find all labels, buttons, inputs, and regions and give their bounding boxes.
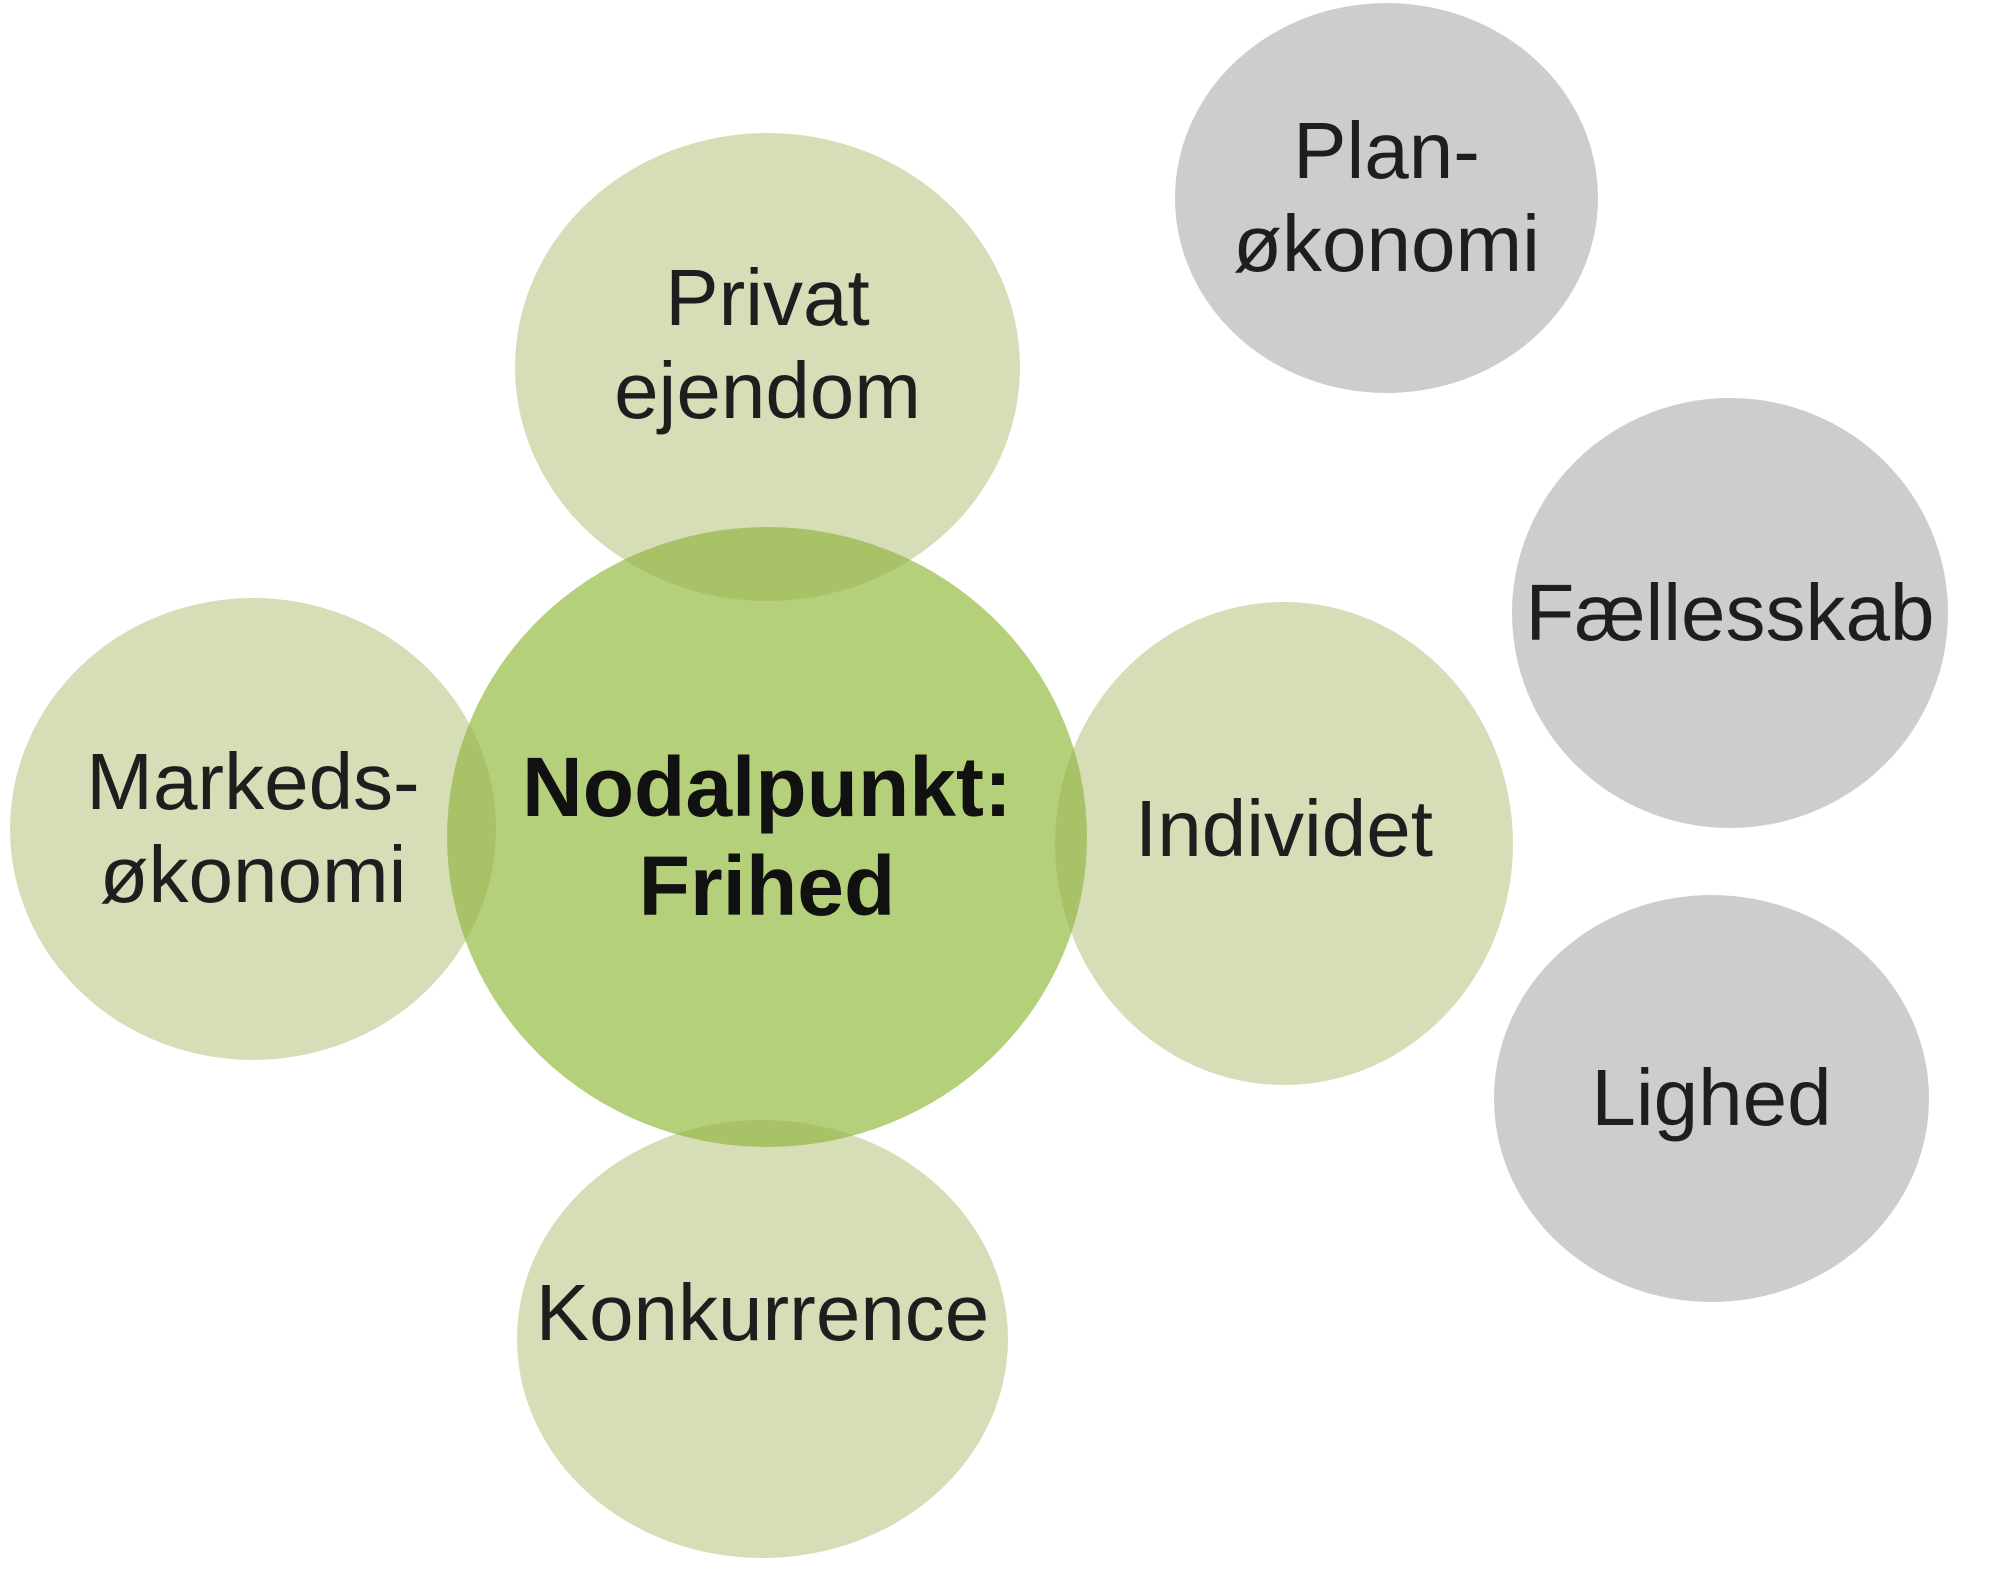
node-planokonomi-label: Plan- økonomi xyxy=(1233,105,1540,291)
label-line: Frihed xyxy=(638,839,896,933)
node-konkurrence-label: Konkurrence xyxy=(536,1267,990,1360)
node-faellesskab-label: Fællesskab xyxy=(1525,567,1934,660)
label-line: Privat xyxy=(665,253,870,343)
label-line: Plan- xyxy=(1293,106,1480,196)
node-markedsokonomi-label: Markeds- økonomi xyxy=(86,736,419,922)
node-privat-ejendom-label: Privat ejendom xyxy=(614,252,921,438)
node-individet-label: Individet xyxy=(1135,783,1433,876)
label-line: Nodalpunkt: xyxy=(522,739,1012,834)
node-faellesskab: Fællesskab xyxy=(1512,398,1948,828)
node-planokonomi: Plan- økonomi xyxy=(1175,3,1598,393)
label-line: Konkurrence xyxy=(535,1267,990,1357)
label-line: Fællesskab xyxy=(1525,567,1935,657)
node-konkurrence: Konkurrence xyxy=(517,1120,1008,1558)
node-lighed: Lighed xyxy=(1494,895,1929,1302)
label-line: økonomi xyxy=(1233,199,1540,288)
label-line: økonomi xyxy=(99,830,407,919)
node-markedsokonomi: Markeds- økonomi xyxy=(10,598,496,1060)
label-line: Markeds- xyxy=(86,737,420,827)
node-privat-ejendom: Privat ejendom xyxy=(515,133,1020,601)
node-nodalpunkt-frihed-label: Nodalpunkt: Frihed xyxy=(522,738,1012,936)
node-nodalpunkt-frihed: Nodalpunkt: Frihed xyxy=(447,527,1087,1147)
label-line: ejendom xyxy=(614,346,921,435)
label-line: Lighed xyxy=(1591,1053,1832,1143)
node-lighed-label: Lighed xyxy=(1591,1052,1831,1145)
label-line: Individet xyxy=(1135,784,1433,874)
node-individet: Individet xyxy=(1055,602,1513,1085)
